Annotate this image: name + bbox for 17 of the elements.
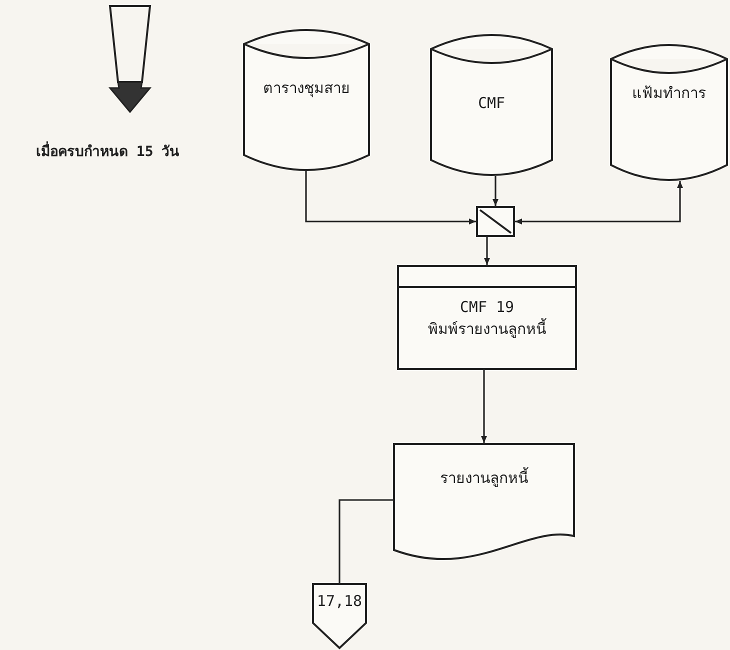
node-text: 17,18 xyxy=(316,591,362,611)
offpage-connector xyxy=(312,583,367,649)
node-text: รายงานลูกหนี้ xyxy=(440,468,528,488)
node-text: ตารางชุมสาย xyxy=(263,78,350,98)
connector-line xyxy=(492,176,498,206)
node-text: CMF 19 xyxy=(460,297,514,317)
connector-line xyxy=(515,181,683,224)
node-text: CMF xyxy=(478,93,506,113)
node-text: พิมพ์รายงานลูกหนี้ xyxy=(428,319,546,339)
node-text: แฟ้มทำการ xyxy=(632,83,706,103)
connector-line xyxy=(481,370,487,443)
trigger-label: เมื่อครบกำหนด 15 วัน xyxy=(36,140,180,162)
connector-line xyxy=(338,499,393,583)
connector-line xyxy=(484,237,490,265)
collate-box xyxy=(476,206,515,237)
connector-line xyxy=(305,171,476,224)
process-box xyxy=(397,265,577,370)
